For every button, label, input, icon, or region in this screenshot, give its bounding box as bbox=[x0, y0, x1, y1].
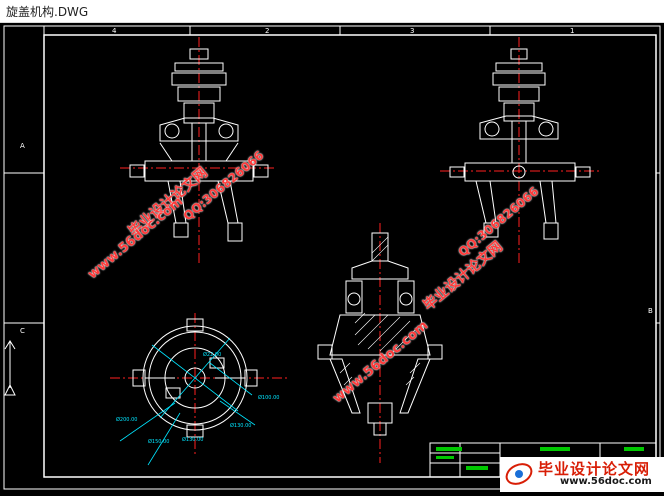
ucs-icon bbox=[4, 340, 16, 396]
drawing-frame: 4 3 2 1 A B C bbox=[3, 25, 661, 490]
section-hatching bbox=[339, 236, 421, 386]
front-view-left bbox=[120, 37, 275, 263]
plan-dimensions bbox=[119, 337, 256, 466]
zone-label-3: 3 bbox=[410, 27, 414, 35]
zone-label-2: 2 bbox=[265, 27, 269, 35]
front-view-right bbox=[440, 37, 600, 263]
section-view bbox=[317, 223, 443, 463]
zone-label-c: C bbox=[20, 327, 25, 335]
footer-brand-name: 毕业设计论文网 bbox=[538, 460, 651, 478]
dim-d200: Ø200.00 bbox=[116, 416, 137, 423]
dim-small: Ø22.00 bbox=[203, 351, 221, 358]
dim-d130b: Ø130.00 bbox=[182, 436, 203, 443]
brand-logo-icon bbox=[505, 463, 533, 485]
zone-label-b: B bbox=[648, 307, 653, 315]
window-title: 旋盖机构.DWG bbox=[6, 5, 89, 19]
dim-d100: Ø100.00 bbox=[258, 394, 279, 401]
footer-brand-logo: 毕业设计论文网 www.56doc.com bbox=[500, 457, 664, 492]
plan-view bbox=[110, 313, 290, 455]
zone-label-1: 1 bbox=[570, 27, 574, 35]
footer-brand-url: www.56doc.com bbox=[560, 476, 652, 487]
window-titlebar: 旋盖机构.DWG bbox=[0, 0, 664, 23]
dim-d150: Ø150.00 bbox=[148, 438, 169, 445]
zone-label-4: 4 bbox=[112, 27, 117, 35]
zone-label-a: A bbox=[20, 142, 25, 150]
dim-d130: Ø130.00 bbox=[230, 422, 251, 429]
cad-drawing-canvas[interactable]: 4 3 2 1 A B C bbox=[0, 23, 664, 492]
